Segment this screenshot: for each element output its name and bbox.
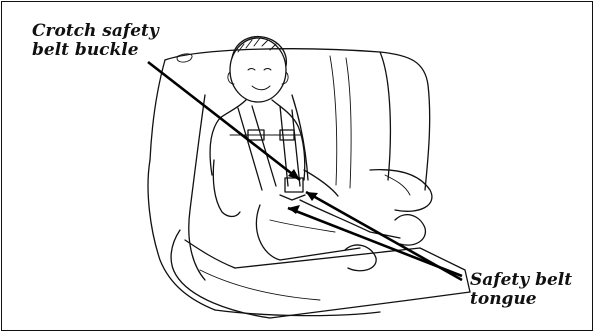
child-figure	[210, 37, 425, 271]
crotch-buckle-label-line1: Crotch safety	[32, 22, 159, 41]
safety-belt-tongue-label: Safety belt tongue	[470, 271, 572, 309]
crotch-buckle-label: Crotch safety belt buckle	[32, 22, 159, 60]
crotch-buckle-arrow	[148, 62, 300, 180]
tongue-label-line1: Safety belt	[470, 271, 572, 290]
tongue-arrow-lower	[306, 192, 462, 280]
crotch-buckle-label-line2: belt buckle	[32, 41, 159, 60]
rear-seat	[148, 49, 432, 316]
child-seat-shell	[171, 95, 470, 318]
tongue-label-line2: tongue	[470, 290, 572, 309]
